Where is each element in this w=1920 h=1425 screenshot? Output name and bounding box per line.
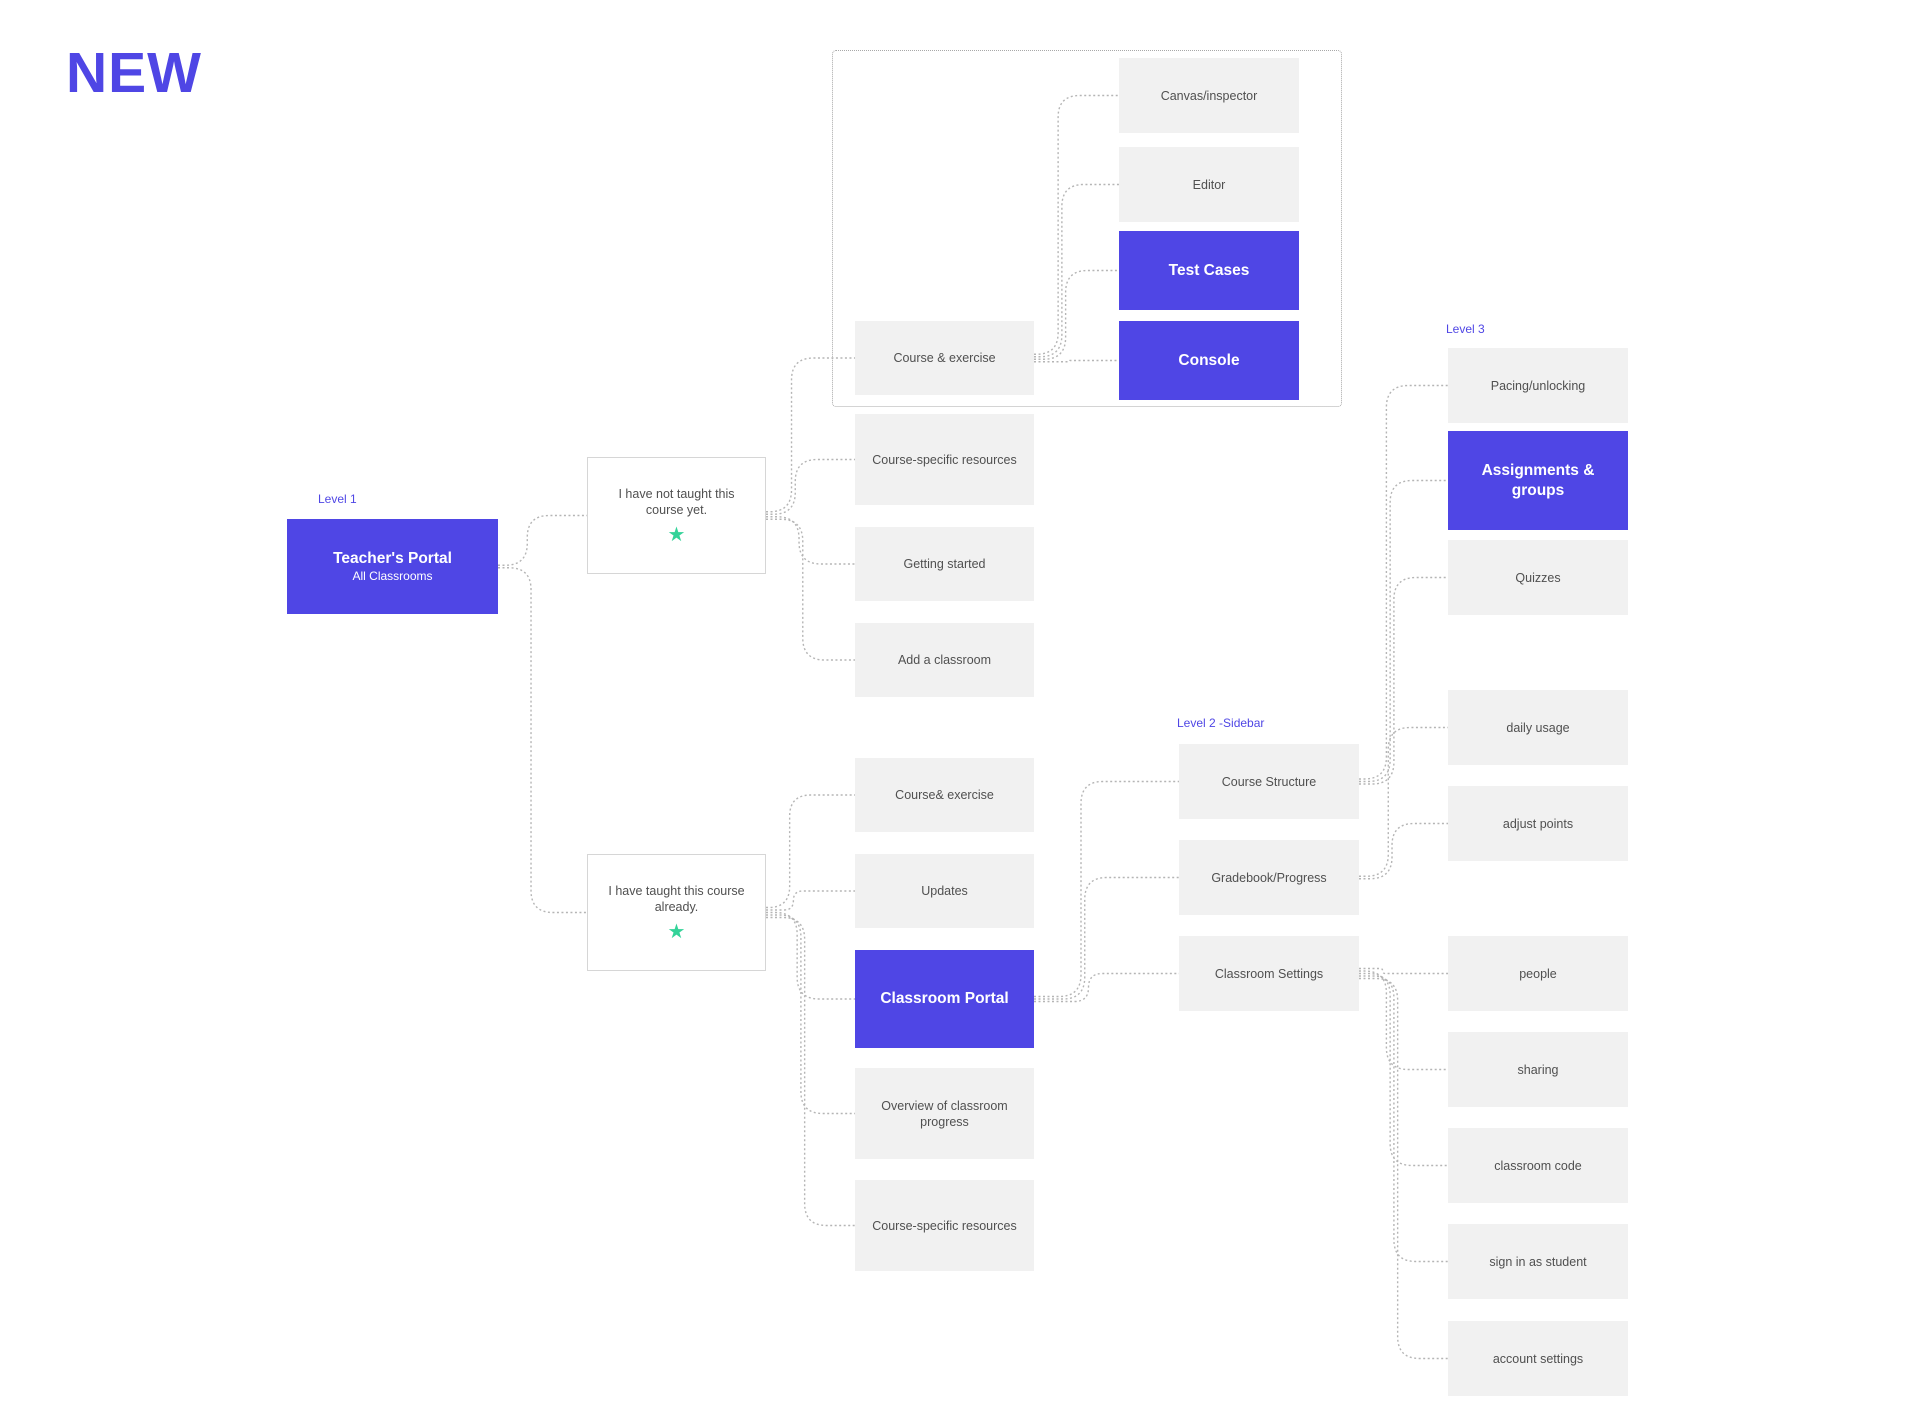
level-3-label: Level 3: [1446, 322, 1485, 336]
teachers-portal-subtitle: All Classrooms: [352, 569, 433, 583]
star-icon: ★: [667, 920, 686, 943]
getting-started-node[interactable]: Getting started: [855, 527, 1034, 601]
course-resources-taught-node[interactable]: Course-specific resources: [855, 1180, 1034, 1271]
classroom-code-label: classroom code: [1494, 1158, 1582, 1173]
connector-line: [1034, 876, 1179, 1000]
taught-label: I have taught this course already.: [608, 883, 745, 914]
star-icon: ★: [667, 523, 686, 546]
course-structure-label: Course Structure: [1221, 774, 1317, 789]
connector-line: [766, 911, 855, 1000]
console-label: Console: [1178, 351, 1240, 369]
console-node[interactable]: Console: [1119, 321, 1299, 400]
connector-line: [1034, 972, 1179, 1003]
connector-line: [1359, 726, 1448, 877]
teachers-portal-node[interactable]: Teacher's Portal All Classrooms: [287, 519, 498, 614]
editor-label: Editor: [1192, 177, 1226, 192]
course-resources-node[interactable]: Course-specific resources: [855, 414, 1034, 505]
page-title: NEW: [66, 41, 202, 105]
test-cases-label: Test Cases: [1168, 261, 1250, 279]
classroom-settings-node[interactable]: Classroom Settings: [1179, 936, 1359, 1011]
teachers-portal-title: Teacher's Portal: [333, 550, 452, 567]
overview-progress-label: Overview of classroom progress: [881, 1098, 1008, 1129]
connector-line: [1359, 967, 1448, 975]
course-resources-taught-label: Course-specific resources: [872, 1218, 1017, 1233]
people-label: people: [1519, 966, 1557, 981]
canvas-inspector-node[interactable]: Canvas/inspector: [1119, 58, 1299, 133]
classroom-portal-node[interactable]: Classroom Portal: [855, 950, 1034, 1048]
classroom-code-node[interactable]: classroom code: [1448, 1128, 1628, 1203]
connector-line: [766, 518, 855, 661]
pacing-node[interactable]: Pacing/unlocking: [1448, 348, 1628, 423]
connector-line: [498, 514, 587, 566]
overview-progress-node[interactable]: Overview of classroom progress: [855, 1068, 1034, 1159]
connector-line: [498, 567, 587, 914]
ide-group-frame: [832, 50, 1342, 407]
assignments-groups-label: Assignments & groups: [1481, 461, 1595, 499]
connector-line: [766, 794, 855, 909]
people-node[interactable]: people: [1448, 936, 1628, 1011]
getting-started-label: Getting started: [903, 557, 986, 571]
quizzes-label: Quizzes: [1515, 570, 1561, 585]
connector-line: [766, 914, 855, 1115]
connector-line: [1359, 970, 1448, 1071]
daily-usage-node[interactable]: daily usage: [1448, 690, 1628, 765]
gradebook-label: Gradebook/Progress: [1211, 870, 1327, 885]
course-exercise-taught-node[interactable]: Course& exercise: [855, 758, 1034, 832]
updates-label: Updates: [921, 884, 968, 898]
gradebook-node[interactable]: Gradebook/Progress: [1179, 840, 1359, 915]
daily-usage-label: daily usage: [1506, 720, 1570, 735]
account-settings-label: account settings: [1492, 1351, 1584, 1366]
test-cases-node[interactable]: Test Cases: [1119, 231, 1299, 310]
adjust-points-node[interactable]: adjust points: [1448, 786, 1628, 861]
course-exercise-taught-label: Course& exercise: [895, 788, 994, 802]
pacing-label: Pacing/unlocking: [1490, 378, 1586, 393]
editor-node[interactable]: Editor: [1119, 147, 1299, 222]
sign-in-student-node[interactable]: sign in as student: [1448, 1224, 1628, 1299]
connector-line: [766, 516, 855, 565]
connector-line: [766, 458, 855, 515]
course-structure-node[interactable]: Course Structure: [1179, 744, 1359, 819]
connector-line: [1359, 975, 1448, 1263]
level-1-label: Level 1: [318, 492, 357, 506]
connector-line: [1359, 384, 1448, 780]
updates-node[interactable]: Updates: [855, 854, 1034, 928]
connector-line: [1359, 576, 1448, 785]
connector-line: [1359, 977, 1448, 1360]
course-resources-label: Course-specific resources: [872, 452, 1017, 467]
course-exercise-label: Course & exercise: [893, 351, 996, 365]
not-taught-node[interactable]: I have not taught this course yet. ★: [587, 457, 766, 574]
connector-line: [1359, 972, 1448, 1167]
quizzes-node[interactable]: Quizzes: [1448, 540, 1628, 615]
assignments-groups-node[interactable]: Assignments & groups: [1448, 431, 1628, 530]
not-taught-label: I have not taught this course yet.: [618, 486, 735, 517]
connector-line: [766, 890, 855, 911]
sign-in-student-label: sign in as student: [1489, 1254, 1587, 1269]
level-2-label: Level 2 -Sidebar: [1177, 716, 1265, 730]
add-classroom-label: Add a classroom: [897, 653, 992, 667]
connector-line: [1359, 479, 1448, 783]
connector-line: [1034, 780, 1179, 998]
sharing-node[interactable]: sharing: [1448, 1032, 1628, 1107]
connector-line: [1359, 822, 1448, 880]
add-classroom-node[interactable]: Add a classroom: [855, 623, 1034, 697]
classroom-settings-label: Classroom Settings: [1214, 966, 1324, 981]
canvas-inspector-label: Canvas/inspector: [1160, 88, 1258, 103]
account-settings-node[interactable]: account settings: [1448, 1321, 1628, 1396]
adjust-points-label: adjust points: [1502, 816, 1574, 831]
sharing-label: sharing: [1517, 1062, 1559, 1077]
taught-node[interactable]: I have taught this course already. ★: [587, 854, 766, 971]
connector-line: [766, 916, 855, 1227]
course-exercise-node[interactable]: Course & exercise: [855, 321, 1034, 395]
classroom-portal-label: Classroom Portal: [880, 990, 1009, 1007]
